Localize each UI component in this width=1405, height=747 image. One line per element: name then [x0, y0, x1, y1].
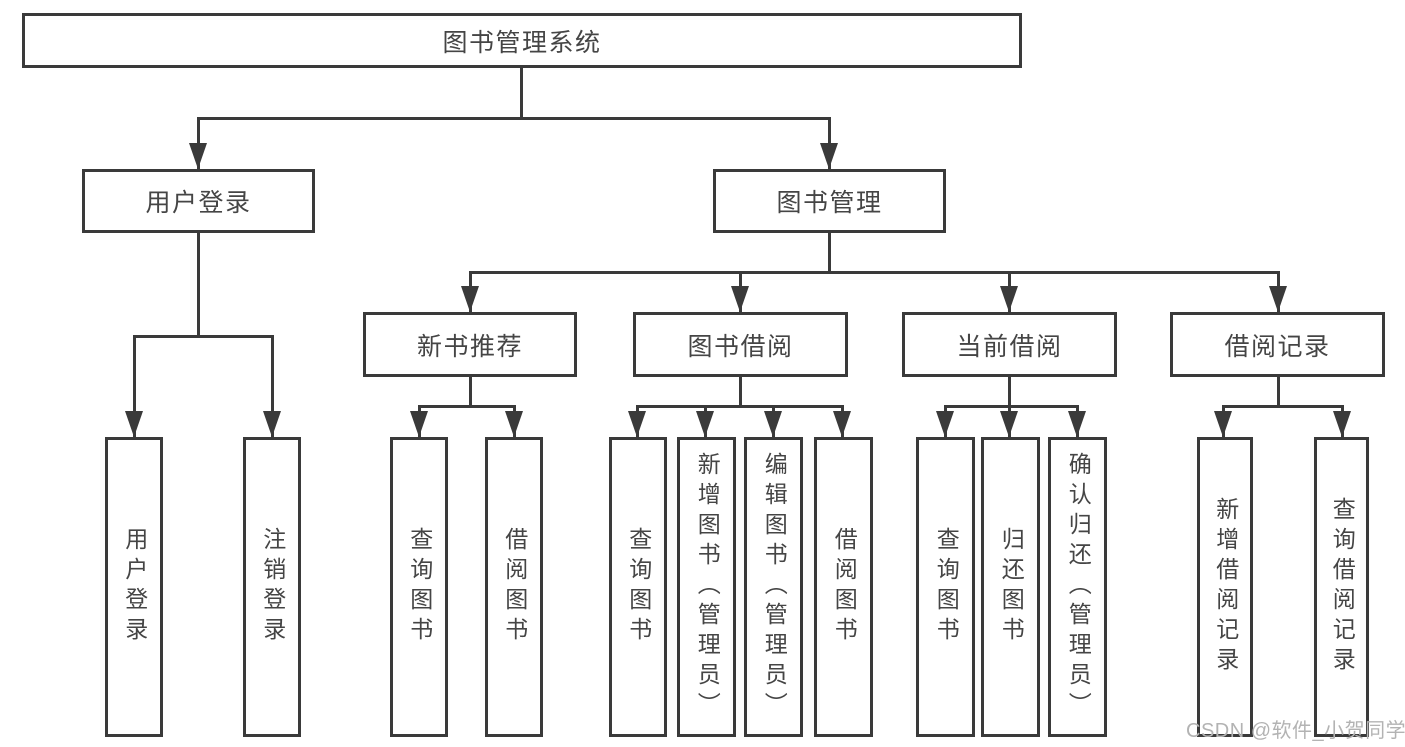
leaf-borrow-books: 借阅图书 — [814, 437, 873, 737]
node-label: 新增图书（管理员） — [694, 452, 721, 722]
connector-line — [469, 377, 472, 407]
connector-line — [197, 233, 200, 337]
node-label: 新增借阅记录 — [1212, 497, 1239, 677]
node-label: 用户登录 — [121, 527, 148, 647]
connector-line — [1277, 377, 1280, 407]
node-label: 注销登录 — [259, 527, 286, 647]
connector-line — [739, 377, 742, 407]
node-label: 用户登录 — [145, 189, 252, 217]
node-label: 查询图书 — [933, 527, 960, 647]
leaf-add-borrow-record: 新增借阅记录 — [1197, 437, 1253, 737]
arrow-down-icon — [263, 411, 281, 437]
leaf-borrow-books: 借阅图书 — [485, 437, 543, 737]
leaf-add-books-admin: 新增图书（管理员） — [677, 437, 736, 737]
node-label: 图书借阅 — [687, 332, 794, 361]
arrow-down-icon — [833, 411, 851, 437]
connector-line — [469, 271, 1279, 274]
node-label: 归还图书 — [998, 527, 1025, 647]
node-label: 确认归还（管理员） — [1065, 452, 1092, 722]
node-label: 查询图书 — [625, 527, 652, 647]
connector-line — [944, 405, 1079, 408]
leaf-query-books: 查询图书 — [916, 437, 975, 737]
node-label: 图书管理系统 — [442, 28, 602, 57]
arrow-down-icon — [1068, 411, 1086, 437]
node-label: 借阅图书 — [831, 527, 858, 647]
arrow-down-icon — [936, 411, 954, 437]
arrow-down-icon — [410, 411, 428, 437]
connector-line — [418, 405, 516, 408]
arrow-down-icon — [189, 143, 207, 169]
node-label: 借阅图书 — [501, 527, 528, 647]
arrow-down-icon — [1000, 286, 1018, 312]
arrow-down-icon — [1214, 411, 1232, 437]
node-user-login: 用户登录 — [82, 169, 315, 233]
node-borrowing-records: 借阅记录 — [1170, 312, 1385, 377]
arrow-down-icon — [1269, 286, 1287, 312]
connector-line — [197, 117, 831, 120]
node-label: 借阅记录 — [1224, 332, 1331, 361]
leaf-user-login: 用户登录 — [105, 437, 163, 737]
connector-line — [636, 405, 844, 408]
arrow-down-icon — [731, 286, 749, 312]
leaf-query-borrow-record: 查询借阅记录 — [1314, 437, 1369, 737]
arrow-down-icon — [628, 411, 646, 437]
leaf-confirm-return-admin: 确认归还（管理员） — [1048, 437, 1107, 737]
arrow-down-icon — [1000, 411, 1018, 437]
node-label: 当前借阅 — [956, 332, 1063, 361]
connector-line — [133, 335, 136, 437]
node-label: 查询借阅记录 — [1329, 497, 1356, 677]
node-label: 新书推荐 — [416, 332, 523, 361]
arrow-down-icon — [125, 411, 143, 437]
connector-line — [1222, 405, 1343, 408]
connector-line — [520, 68, 523, 119]
leaf-query-books: 查询图书 — [390, 437, 448, 737]
arrow-down-icon — [696, 411, 714, 437]
connector-line — [1008, 377, 1011, 407]
leaf-return-books: 归还图书 — [981, 437, 1040, 737]
connector-line — [828, 233, 831, 273]
node-library-management-system: 图书管理系统 — [22, 13, 1022, 68]
node-new-book-recommendation: 新书推荐 — [363, 312, 577, 377]
csdn-watermark: CSDN @软件_小贺同学 — [1186, 720, 1405, 742]
arrow-down-icon — [1333, 411, 1351, 437]
leaf-logout: 注销登录 — [243, 437, 301, 737]
arrow-down-icon — [461, 286, 479, 312]
node-label: 查询图书 — [406, 527, 433, 647]
connector-line — [271, 335, 274, 437]
node-label: 图书管理 — [776, 189, 883, 217]
arrow-down-icon — [764, 411, 782, 437]
node-label: 编辑图书（管理员） — [761, 452, 788, 722]
leaf-query-books: 查询图书 — [609, 437, 667, 737]
arrow-down-icon — [820, 143, 838, 169]
node-book-management: 图书管理 — [713, 169, 946, 233]
connector-line — [133, 335, 274, 338]
node-current-borrowing: 当前借阅 — [902, 312, 1117, 377]
node-book-borrowing: 图书借阅 — [633, 312, 848, 377]
arrow-down-icon — [505, 411, 523, 437]
leaf-edit-books-admin: 编辑图书（管理员） — [744, 437, 803, 737]
